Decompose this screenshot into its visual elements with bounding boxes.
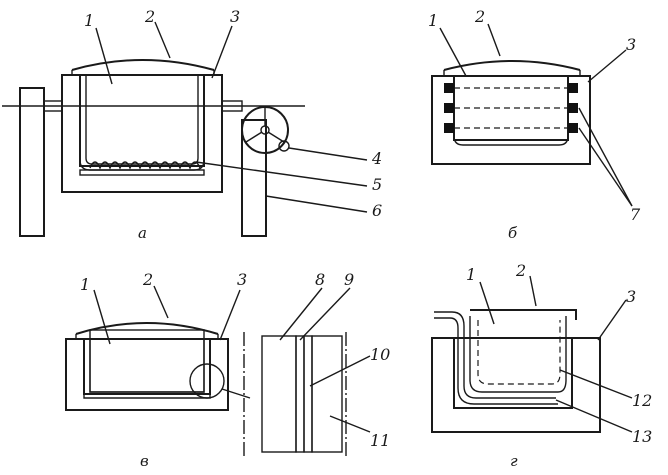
label-1: 1 <box>428 11 438 30</box>
leader-2 <box>529 275 537 307</box>
label-8: 8 <box>315 270 325 289</box>
leader-12 <box>559 369 633 399</box>
vessel-wall <box>469 316 567 393</box>
leader-13 <box>555 399 633 433</box>
detail-callout-circle <box>189 363 225 399</box>
label-3: 3 <box>237 270 247 289</box>
leader-10 <box>309 355 371 387</box>
label-11: 11 <box>370 431 390 450</box>
leader-1 <box>95 27 113 85</box>
layer-10 <box>303 335 313 453</box>
heater-block <box>444 123 454 133</box>
heater-block <box>568 103 578 113</box>
lid <box>470 309 577 320</box>
label-2: 2 <box>515 261 526 280</box>
leader-11 <box>329 415 371 433</box>
label-1: 1 <box>84 11 94 30</box>
handwheel-knob <box>278 140 290 152</box>
label-3: 3 <box>230 7 240 26</box>
vessel-inner <box>89 329 205 393</box>
heater-block <box>568 83 578 93</box>
label-5: 5 <box>372 175 382 194</box>
leader-3 <box>587 49 627 83</box>
vessel-wall <box>453 76 569 146</box>
label-1: 1 <box>80 275 90 294</box>
leader-7a <box>578 107 633 207</box>
caption-b: б <box>508 224 518 242</box>
panel-b: 1 2 3 7 б <box>428 7 641 242</box>
heater-block <box>444 103 454 113</box>
spoke-3 <box>267 131 285 143</box>
label-3: 3 <box>626 287 636 306</box>
lid <box>443 60 581 71</box>
leader-3 <box>211 25 233 79</box>
detail-callout-leader <box>221 388 251 399</box>
label-7: 7 <box>630 205 641 224</box>
label-4: 4 <box>371 149 382 168</box>
caption-a: а <box>138 224 147 242</box>
handwheel <box>241 106 289 154</box>
leader-1 <box>479 281 495 325</box>
pipe-inner <box>434 317 558 405</box>
layer-8 <box>261 335 297 453</box>
support-post-left <box>19 87 45 237</box>
vessel-inner <box>85 75 199 165</box>
label-13: 13 <box>632 427 652 446</box>
leader-4 <box>288 147 368 161</box>
heater-block <box>568 123 578 133</box>
leader-6 <box>265 195 368 213</box>
insulation-body <box>431 337 601 433</box>
caption-g: г <box>510 452 518 470</box>
label-6: 6 <box>372 201 382 220</box>
leader-2 <box>487 23 501 57</box>
label-1: 1 <box>466 265 476 284</box>
panel-g: 1 2 3 12 13 г <box>431 261 652 470</box>
leader-9 <box>299 287 351 341</box>
layer-9 <box>295 335 305 453</box>
wall-detail <box>243 332 347 458</box>
leader-2 <box>153 285 169 319</box>
lid <box>71 59 215 71</box>
label-3: 3 <box>626 35 636 54</box>
bottom-plate <box>79 169 205 176</box>
support-post-right <box>241 119 267 237</box>
spoke-2 <box>245 131 263 143</box>
heating-coil <box>89 161 201 170</box>
label-2: 2 <box>144 7 155 26</box>
label-2: 2 <box>474 7 485 26</box>
panel-a: 1 2 3 4 5 6 а <box>2 7 382 242</box>
label-12: 12 <box>632 391 652 410</box>
vessel-wall <box>79 75 205 171</box>
leader-8 <box>279 287 323 341</box>
jacket-dashed <box>477 320 561 385</box>
leader-1 <box>439 27 467 77</box>
pipe-outer <box>434 311 556 399</box>
layer-11 <box>311 335 343 453</box>
label-2: 2 <box>142 270 153 289</box>
heater-block <box>444 83 454 93</box>
leader-2 <box>154 21 171 59</box>
caption-v: в <box>140 452 149 470</box>
label-10: 10 <box>370 345 390 364</box>
label-9: 9 <box>344 270 354 289</box>
leader-7b <box>578 127 633 207</box>
leader-3 <box>597 299 627 341</box>
insulation-body <box>431 75 591 165</box>
leader-5 <box>195 161 368 187</box>
leader-1 <box>93 289 111 345</box>
panel-v: 1 2 3 8 9 10 11 в <box>65 270 390 470</box>
leader-3 <box>219 289 241 341</box>
lid <box>75 322 219 335</box>
vessel-wall <box>83 338 211 399</box>
